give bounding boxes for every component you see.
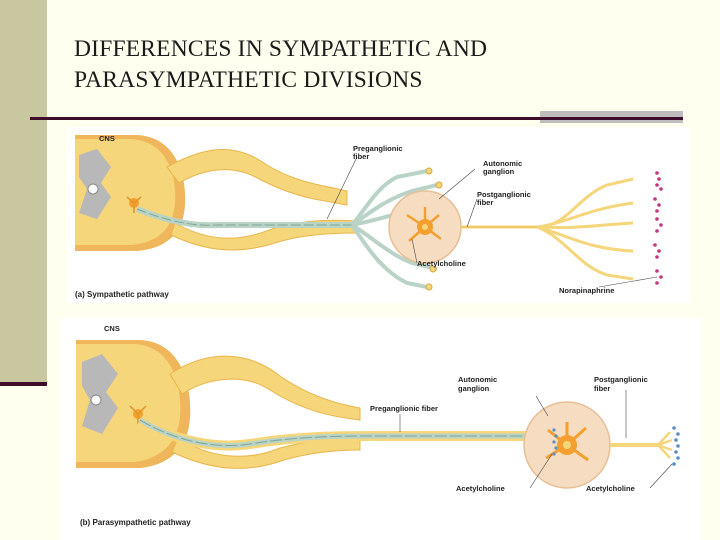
spinal-nerve (169, 355, 361, 469)
acetylcholine-label-right: Acetylcholine (586, 484, 635, 493)
slide-title-line-1: DIFFERENCES IN SYMPATHETIC AND (74, 36, 488, 62)
postganglionic-fiber-label-2: fiber (594, 384, 610, 393)
sympathetic-pathway-figure: CNS Preganglionic fiber Autonomic gangli… (67, 127, 690, 303)
preganglionic-fiber-label: Preganglionic fiber (370, 404, 438, 413)
postganglionic-fiber-label-1: Postganglionic (594, 375, 648, 384)
slide-title: DIFFERENCES IN SYMPATHETIC AND PARASYMPA… (74, 34, 694, 96)
autonomic-ganglion-label-1: Autonomic (458, 375, 497, 384)
acetylcholine-dots-target (672, 426, 680, 466)
parasympathetic-caption: (b) Parasympathetic pathway (80, 518, 191, 527)
label-leader-lines (399, 390, 673, 489)
parasympathetic-pathway-figure: CNS Preganglionic fiber Autonomic gangli… (60, 318, 702, 540)
autonomic-ganglion-label-1: Autonomic (483, 159, 522, 168)
title-rule (30, 117, 683, 120)
cns-label: CNS (104, 324, 120, 333)
sidebar-accent-bar (0, 0, 47, 382)
norepinephrine-label: Norapinaphrine (559, 286, 614, 295)
sympathetic-pathway-diagram: CNS Preganglionic fiber Autonomic gangli… (75, 134, 663, 299)
autonomic-ganglion-label-2: ganglion (458, 384, 490, 393)
postganglionic-fiber-label-2: fiber (477, 198, 493, 207)
postganglionic-fibers (461, 177, 634, 281)
slide-title-line-2: PARASYMPATHETIC DIVISIONS (74, 67, 423, 93)
postganglionic-fiber-label-1: Postganglionic (477, 190, 531, 199)
spinal-cord-section (75, 135, 186, 251)
cns-label: CNS (99, 134, 115, 143)
spinal-nerve (166, 149, 358, 251)
sympathetic-caption: (a) Sympathetic pathway (75, 290, 169, 299)
acetylcholine-label: Acetylcholine (417, 259, 466, 268)
acetylcholine-label-left: Acetylcholine (456, 484, 505, 493)
preganglionic-fiber (135, 206, 357, 229)
autonomic-ganglion (388, 190, 462, 264)
preganglionic-branches (350, 169, 438, 289)
autonomic-ganglion-label-2: ganglion (483, 167, 515, 176)
preganglionic-fiber-label-2: fiber (353, 152, 369, 161)
autonomic-ganglion (523, 401, 611, 489)
label-leader-lines (326, 156, 658, 288)
parasympathetic-pathway-diagram: CNS Preganglionic fiber Autonomic gangli… (76, 324, 680, 527)
preganglionic-fiber (137, 415, 538, 451)
terminal-branch-tips (425, 167, 443, 291)
acetylcholine-dots-ganglion (552, 428, 558, 456)
sidebar-underline (0, 382, 47, 386)
postganglionic-fiber (610, 431, 673, 459)
preganglionic-fiber-label-1: Preganglionic (353, 144, 403, 153)
norepinephrine-dots (653, 171, 663, 285)
